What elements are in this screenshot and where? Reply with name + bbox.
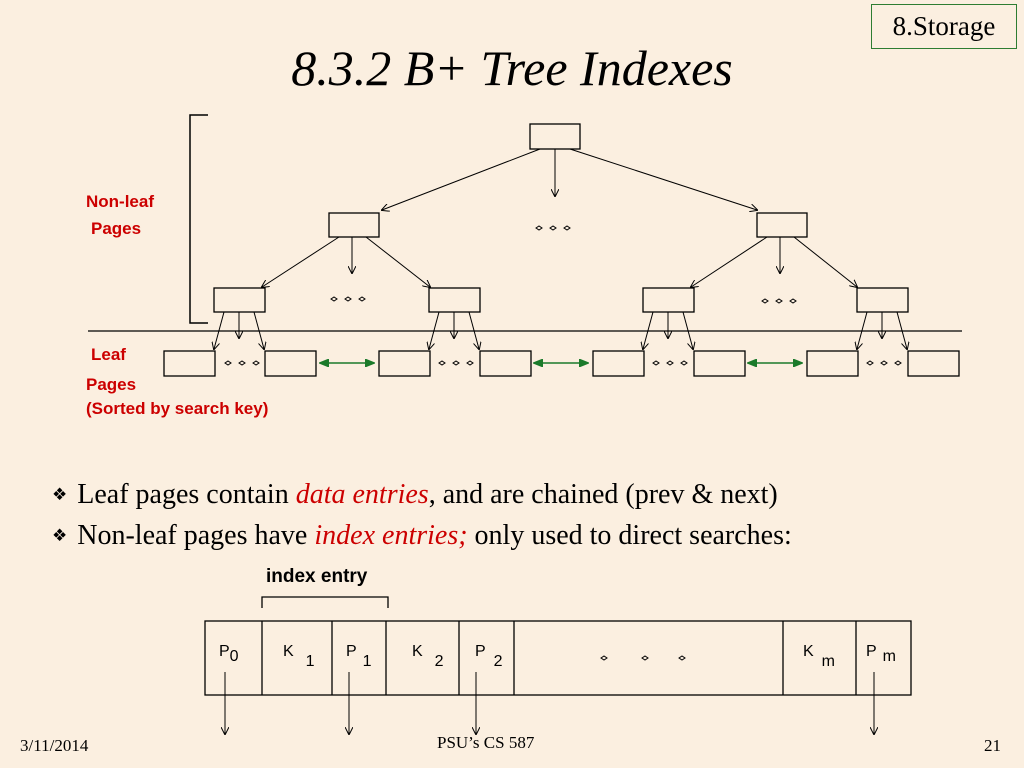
leaf-pages bbox=[163, 350, 960, 377]
cell-label-p1: P1 bbox=[346, 643, 372, 670]
index-page-dividers bbox=[261, 621, 857, 695]
nonleaf-label-line1: Non-leaf bbox=[86, 192, 154, 211]
section-tag: 8.Storage bbox=[871, 4, 1017, 49]
index-page-box bbox=[204, 620, 912, 696]
slide-title: 8.3.2 B+ Tree Indexes bbox=[291, 40, 733, 96]
leaf-label-line3: (Sorted by search key) bbox=[86, 399, 269, 418]
root-node bbox=[529, 123, 581, 150]
index-page-pointers bbox=[225, 672, 874, 734]
leaf-label-line1: Leaf bbox=[91, 345, 126, 364]
bullet-item: ❖ Leaf pages contain data entries, and ar… bbox=[52, 478, 778, 512]
pointer bbox=[793, 236, 857, 287]
leaf-page bbox=[378, 350, 431, 377]
nonleaf-node bbox=[213, 287, 266, 313]
bullet-item: ❖ Non-leaf pages have index entries; only… bbox=[52, 519, 792, 553]
bullet-emphasis: index entries; bbox=[314, 520, 468, 551]
diamond-bullet-icon: ❖ bbox=[52, 526, 68, 545]
leaf-label-line2: Pages bbox=[86, 375, 137, 394]
leaf-page bbox=[806, 350, 859, 377]
bullet-text: Non-leaf pages have bbox=[77, 520, 315, 551]
index-entry-bracket bbox=[261, 596, 389, 608]
bullet-text: only used to direct searches: bbox=[467, 520, 792, 551]
index-page-ellipsis bbox=[600, 655, 686, 661]
nonleaf-node-left bbox=[328, 212, 380, 238]
footer-course: PSU’s CS 587 bbox=[437, 733, 535, 752]
nonleaf-bracket bbox=[189, 114, 208, 324]
nonleaf-node-right bbox=[756, 212, 808, 238]
leaf-page bbox=[479, 350, 532, 377]
leaf-page bbox=[163, 350, 216, 377]
pointer bbox=[365, 236, 430, 287]
leaf-page bbox=[907, 350, 960, 377]
index-entry-label: index entry bbox=[266, 566, 368, 587]
leaf-page bbox=[264, 350, 317, 377]
bullet-emphasis: data entries bbox=[295, 479, 429, 510]
cell-label-k2: K2 bbox=[412, 643, 444, 670]
root-pointer-right bbox=[569, 148, 757, 210]
cell-label-k1: K1 bbox=[283, 643, 315, 670]
leaf-ellipsis bbox=[224, 360, 902, 366]
nonleaf-node bbox=[428, 287, 481, 313]
cell-label-p0: P0 bbox=[219, 643, 239, 665]
nonleaf-node bbox=[856, 287, 909, 313]
diamond-bullet-icon: ❖ bbox=[52, 485, 68, 504]
cell-label-p2: P2 bbox=[475, 643, 503, 670]
pointer bbox=[691, 236, 768, 287]
footer-date: 3/11/2014 bbox=[20, 736, 89, 755]
cell-label-km: Km bbox=[803, 643, 835, 670]
root-ellipsis bbox=[535, 225, 571, 231]
nonleaf-node bbox=[642, 287, 695, 313]
footer-page-number: 21 bbox=[984, 736, 1001, 755]
leaf-page bbox=[693, 350, 746, 377]
nonleaf-label-line2: Pages bbox=[91, 219, 142, 238]
level3-ellipsis bbox=[330, 296, 797, 304]
leaf-page bbox=[592, 350, 645, 377]
pointer bbox=[262, 236, 340, 287]
leaf-pointers bbox=[214, 311, 907, 349]
root-pointer-left bbox=[382, 148, 541, 210]
bullet-text: Leaf pages contain bbox=[77, 479, 296, 510]
bullet-text: , and are chained (prev & next) bbox=[428, 479, 778, 510]
